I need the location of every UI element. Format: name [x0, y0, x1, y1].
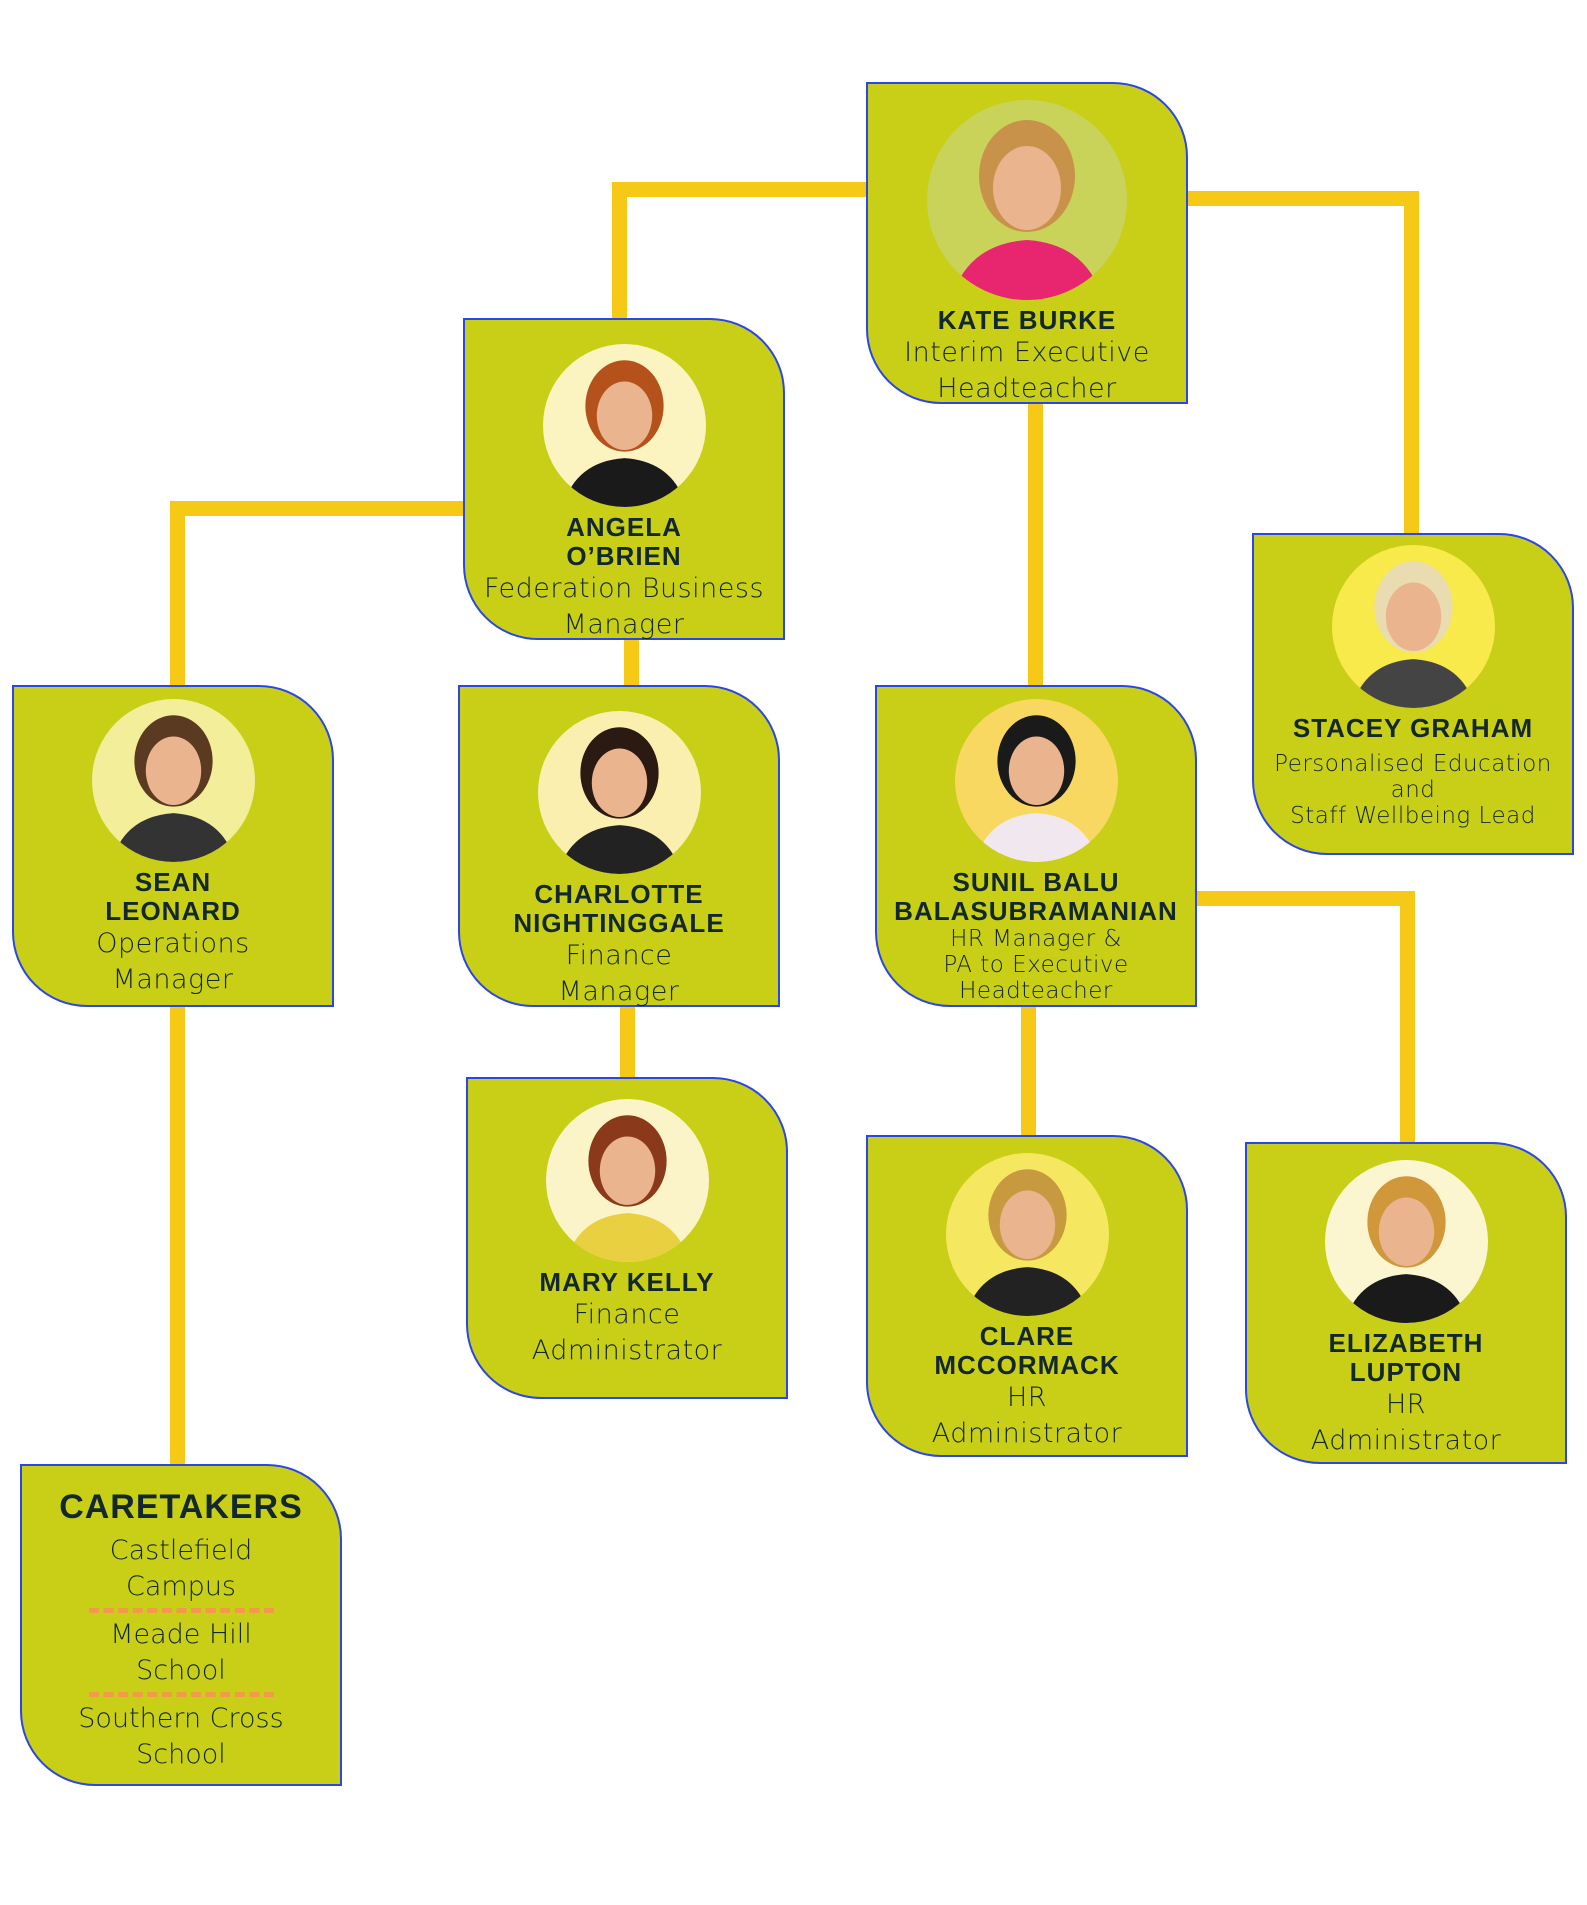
- role-line: Personalised Education: [1274, 751, 1552, 777]
- name-line: STACEY GRAHAM: [1292, 713, 1534, 743]
- name-line: SUNIL BALU: [952, 867, 1120, 897]
- caretakers-title: CARETAKERS: [59, 1488, 303, 1526]
- name-line: BALASUBRAMANIAN: [894, 896, 1178, 926]
- separator: [88, 1608, 274, 1613]
- role-line: Staff Wellbeing Lead: [1290, 803, 1536, 829]
- avatar: [545, 1099, 709, 1262]
- connector-line: [1196, 891, 1414, 906]
- name-line: SEAN: [134, 867, 212, 897]
- connector-line: [1400, 891, 1415, 1142]
- role-line: Manager: [112, 964, 234, 995]
- avatar: [1324, 1160, 1488, 1323]
- avatar: [91, 699, 255, 862]
- connector-line: [620, 1006, 635, 1077]
- site-line: Meade Hill: [110, 1619, 252, 1650]
- connector-line: [612, 182, 627, 318]
- role-line: Administrator: [1310, 1425, 1502, 1456]
- avatar: [1331, 545, 1495, 708]
- person-role: HR Administrator: [932, 1380, 1123, 1452]
- person-name: STACEY GRAHAM: [1293, 714, 1533, 743]
- name-line: CLARE: [979, 1321, 1075, 1351]
- role-line: Headteacher: [937, 373, 1117, 404]
- name-line: NIGHTINGGALE: [513, 908, 725, 938]
- role-line: Operations: [96, 928, 250, 959]
- name-line: LEONARD: [105, 896, 241, 926]
- name-line: KATE BURKE: [937, 305, 1117, 335]
- person-role: HR Administrator: [1311, 1387, 1502, 1459]
- role-line: Administrator: [931, 1418, 1123, 1449]
- role-line: Finance: [565, 940, 673, 971]
- avatar: [927, 100, 1127, 300]
- site-line: School: [136, 1739, 226, 1770]
- role-line: PA to Executive: [943, 952, 1129, 978]
- connector-line: [170, 1006, 185, 1464]
- name-line: LUPTON: [1349, 1357, 1463, 1387]
- role-line: HR Manager &: [950, 926, 1122, 952]
- avatar: [945, 1153, 1109, 1316]
- connector-line: [1028, 403, 1043, 685]
- avatar: [537, 711, 701, 874]
- name-line: MARY KELLY: [539, 1267, 715, 1297]
- role-line: Federation Business: [483, 573, 765, 604]
- separator: [88, 1692, 274, 1697]
- avatar: [542, 344, 706, 507]
- name-line: ELIZABETH: [1328, 1328, 1484, 1358]
- name-line: CHARLOTTE: [534, 879, 704, 909]
- role-line: Interim Executive: [904, 337, 1150, 368]
- site-line: Southern Cross: [78, 1703, 284, 1734]
- role-line: HR: [1006, 1382, 1048, 1413]
- role-line: Manager: [563, 609, 685, 640]
- connector-line: [170, 501, 463, 516]
- connector-line: [624, 639, 639, 685]
- role-line: Administrator: [531, 1335, 723, 1366]
- connector-line: [1021, 1006, 1036, 1135]
- site-line: Campus: [125, 1571, 237, 1602]
- site-line: Castlefield: [109, 1535, 253, 1566]
- role-line: Finance: [573, 1299, 681, 1330]
- name-line: MCCORMACK: [934, 1350, 1120, 1380]
- person-name: KATE BURKE: [938, 306, 1117, 335]
- role-line: and: [1390, 777, 1436, 803]
- role-line: Headteacher: [959, 978, 1113, 1004]
- name-line: O’BRIEN: [566, 541, 682, 571]
- connector-line: [619, 182, 873, 197]
- connector-line: [170, 501, 185, 685]
- person-name: MARY KELLY: [539, 1268, 714, 1297]
- role-line: HR: [1385, 1389, 1427, 1420]
- role-line: Manager: [558, 976, 680, 1007]
- name-line: ANGELA: [566, 512, 682, 542]
- avatar: [954, 699, 1118, 862]
- connector-line: [1404, 191, 1419, 533]
- site-line: School: [136, 1655, 226, 1686]
- connector-line: [1188, 191, 1418, 206]
